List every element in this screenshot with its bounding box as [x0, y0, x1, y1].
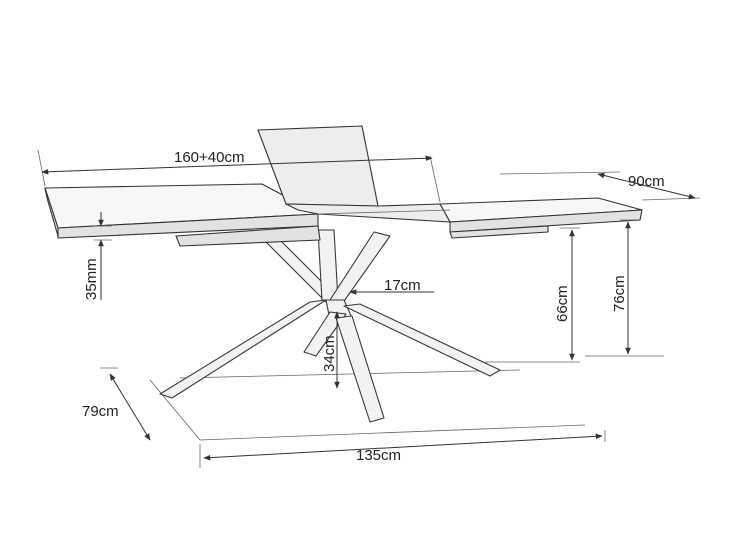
label-width: 90cm [628, 173, 665, 190]
label-base-depth: 79cm [82, 403, 119, 420]
table-base-legs [159, 229, 501, 423]
dimension-base-length: 135cm [199, 430, 606, 468]
dimension-leg-width: 17cm [349, 277, 434, 295]
dimension-top-thickness: 35mm [83, 212, 112, 300]
dimension-width: 90cm [499, 171, 701, 201]
label-height-under-top: 66cm [554, 285, 571, 322]
label-cross-height: 34cm [321, 335, 338, 372]
label-leg-width: 17cm [384, 277, 421, 294]
dimension-total-height: 76cm [585, 219, 664, 357]
label-top-thickness: 35mm [83, 258, 100, 300]
dimension-height-under-top: 66cm [485, 227, 580, 363]
dimension-cross-height: 34cm [321, 311, 340, 389]
tabletop [44, 125, 643, 247]
label-base-length: 135cm [356, 447, 401, 464]
dimension-length: 160+40cm [37, 149, 441, 203]
label-total-height: 76cm [611, 275, 628, 312]
label-length: 160+40cm [174, 149, 244, 166]
dimension-base-depth: 79cm [82, 367, 151, 441]
